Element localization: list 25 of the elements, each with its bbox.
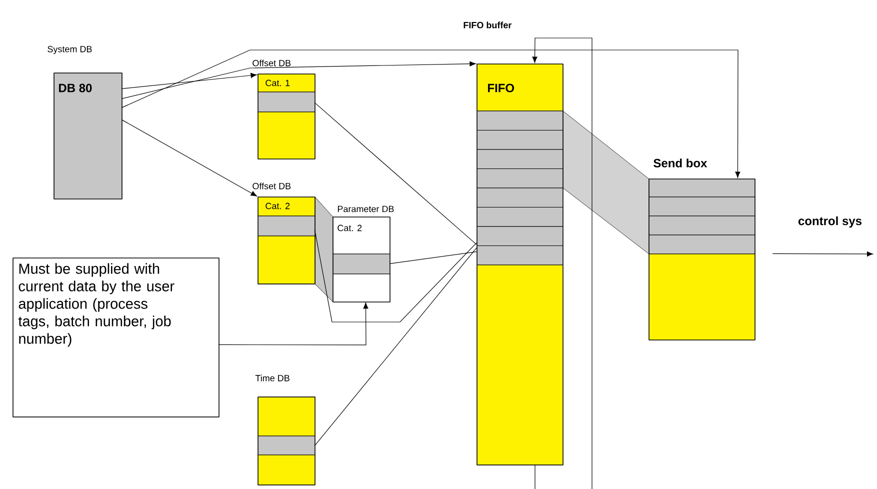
block-heading: System DB [48, 46, 92, 54]
arrow [772, 251, 874, 256]
block-label: FIFO [488, 84, 514, 92]
arrow [121, 72, 257, 89]
edge-label: control sys [797, 215, 863, 229]
block-label: DB 80 [59, 84, 92, 92]
arrow [121, 61, 476, 99]
block-label: Cat. 1 [266, 80, 290, 86]
block-heading: Parameter DB [338, 206, 394, 212]
block-heading: Offset DB [252, 60, 291, 66]
block-heading: Send box [654, 158, 708, 168]
note-text: Must be supplied with current data by the user application (process tags, batch number, job number) [18, 263, 174, 347]
arrow [121, 50, 740, 178]
connector-line [314, 247, 477, 446]
arrow [218, 302, 368, 346]
connector-line [314, 102, 477, 245]
block-label: Cat. 2 [338, 224, 362, 232]
block-heading: Offset DB [252, 182, 291, 190]
block-heading: Time DB [255, 374, 290, 382]
block-label: Cat. 2 [266, 202, 290, 210]
arrow [121, 119, 257, 196]
arrow [532, 38, 592, 489]
connector-line [314, 229, 477, 322]
connector-line [389, 251, 477, 264]
block-heading: FIFO buffer [464, 22, 512, 28]
